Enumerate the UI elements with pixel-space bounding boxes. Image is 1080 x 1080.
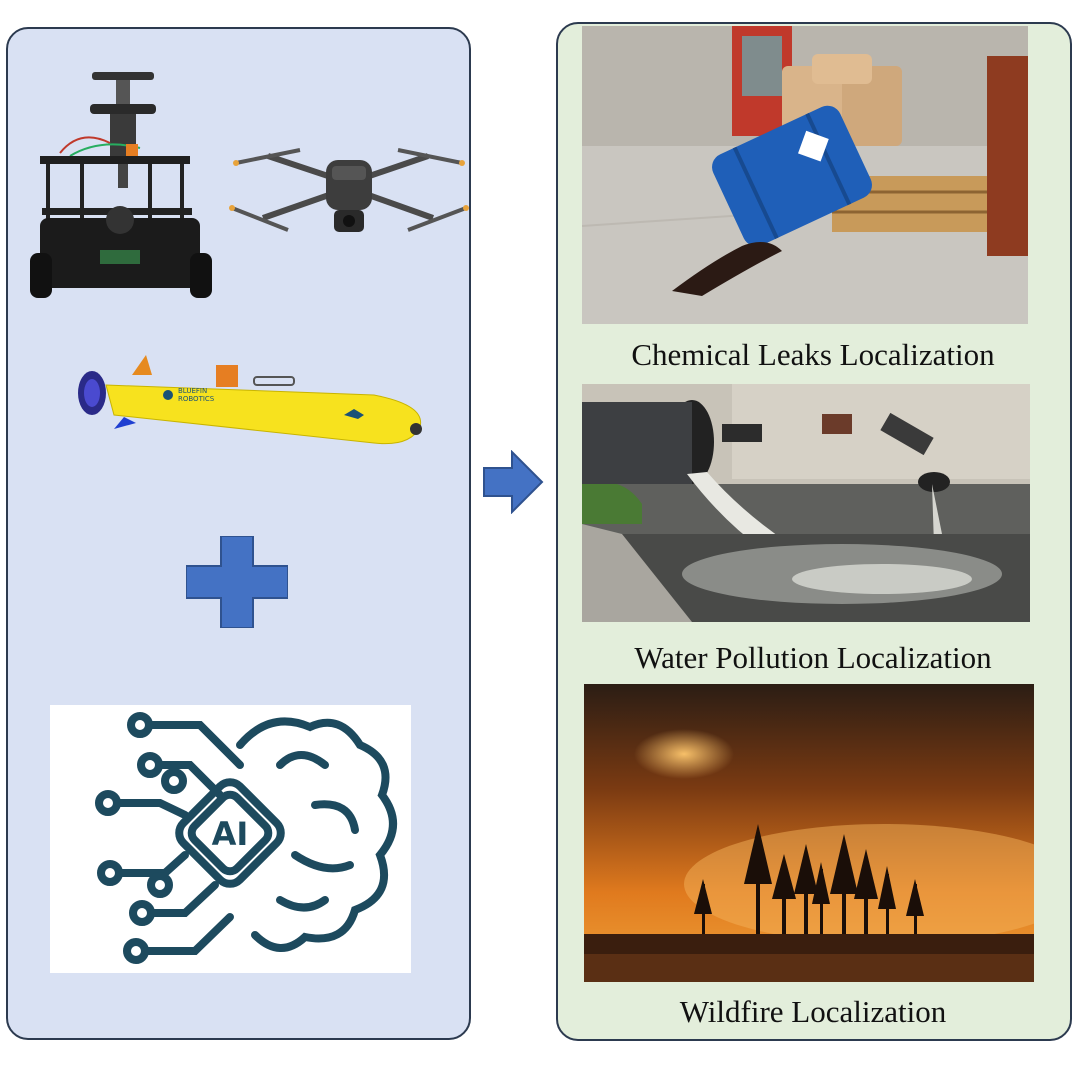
auv-brand-line1: BLUEFIN [178,387,207,395]
caption-chemical-leaks: Chemical Leaks Localization [631,337,995,372]
caption-wildfire: Wildfire Localization [679,994,947,1029]
water-pollution-image [582,384,1030,622]
ai-label: AI [212,815,249,853]
quadcopter-drone-image [228,138,470,246]
caption-water-pollution: Water Pollution Localization [634,640,992,675]
ground-robot-image [30,68,220,308]
wildfire-image [584,684,1034,982]
auv-brand-line2: ROBOTICS [178,395,215,403]
chemical-leak-image [582,26,1028,324]
auv-image: BLUEFIN ROBOTICS [74,355,430,455]
arrow-right-icon [482,449,544,515]
plus-icon [185,535,289,629]
ai-brain-icon: AI [50,705,411,973]
